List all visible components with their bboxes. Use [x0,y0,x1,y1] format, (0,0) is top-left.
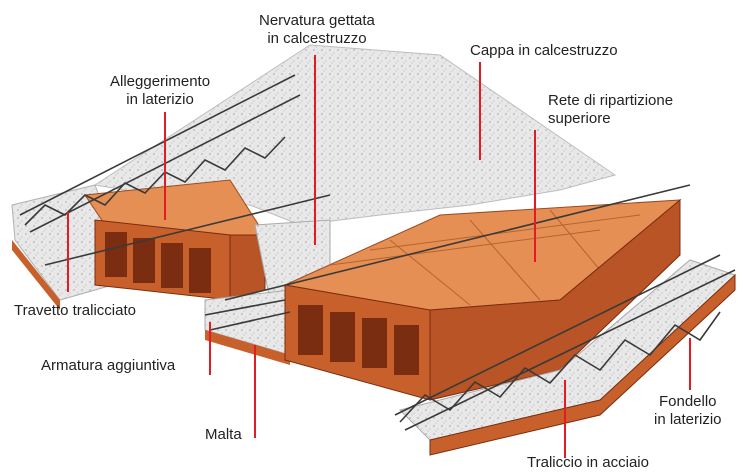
label-armatura: Armatura aggiuntiva [41,357,176,374]
label-cappa: Cappa in calcestruzzo [470,42,618,59]
right-brick-block-side [429,198,681,401]
label-malta: Malta [205,426,242,443]
label-travetto: Travetto tralicciato [14,302,136,319]
steel-trusses [19,74,736,431]
leader-lines [67,55,691,458]
label-traliccio: Traliccio in acciaio [527,454,649,471]
